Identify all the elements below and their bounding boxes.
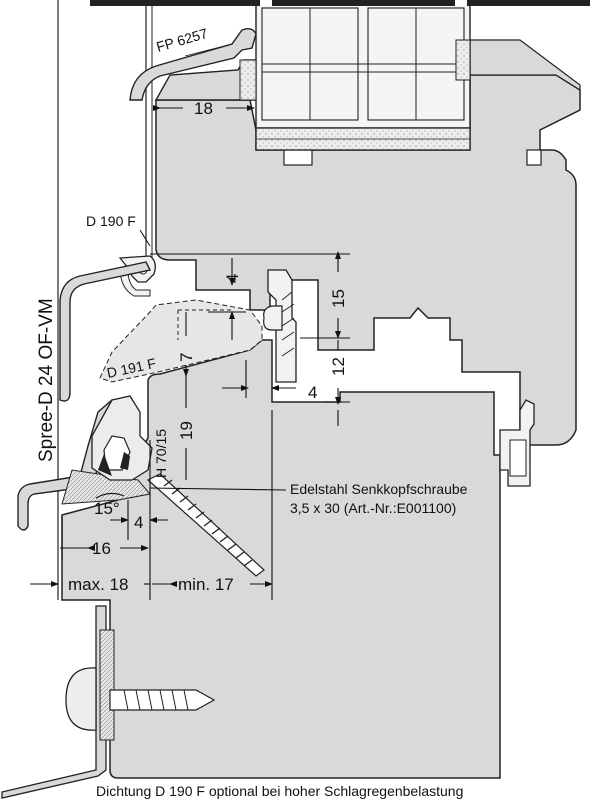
bottom-anchor <box>1 605 216 799</box>
dim-min-17: min. 17 <box>178 575 234 594</box>
label-spree: Spree-D 24 OF-VM <box>36 298 57 462</box>
dim-18-top: 18 <box>194 99 213 118</box>
fp6257-seal <box>129 27 257 101</box>
d190f-seal <box>118 255 156 297</box>
label-screw-spec: 3,5 x 30 (Art.-Nr.:E001100) <box>290 500 456 516</box>
wall-reveal <box>57 0 153 520</box>
right-gasket <box>499 399 535 487</box>
dimension-labels: 18 4 15 7 12 4 19 15° 4 16 max. 18 min. … <box>68 99 348 594</box>
frame-profile <box>61 299 501 779</box>
dimension-lines <box>30 105 350 600</box>
dim-4-low: 4 <box>134 513 143 532</box>
gasket-h7015 <box>263 269 297 383</box>
sill-seal <box>91 395 153 481</box>
sash-profile <box>154 39 581 446</box>
caption: Dichtung D 190 F optional bei hoher Schl… <box>96 783 463 799</box>
dim-4-mid: 4 <box>308 383 317 402</box>
dim-4-top: 4 <box>223 274 242 283</box>
screw <box>146 473 265 577</box>
dim-max-18: max. 18 <box>68 575 128 594</box>
label-d190f: D 190 F <box>86 213 136 229</box>
label-screw-name: Edelstahl Senkkopfschraube <box>290 481 468 497</box>
label-h7015: H 70/15 <box>153 429 169 478</box>
label-fp6257: FP 6257 <box>154 25 209 55</box>
dim-19: 19 <box>177 421 196 440</box>
glass-unit <box>90 0 590 151</box>
dim-7: 7 <box>177 353 196 362</box>
dim-16: 16 <box>92 539 111 558</box>
dim-12: 12 <box>329 357 348 376</box>
dim-15: 15 <box>329 289 348 308</box>
dim-15-degree: 15° <box>94 499 120 518</box>
